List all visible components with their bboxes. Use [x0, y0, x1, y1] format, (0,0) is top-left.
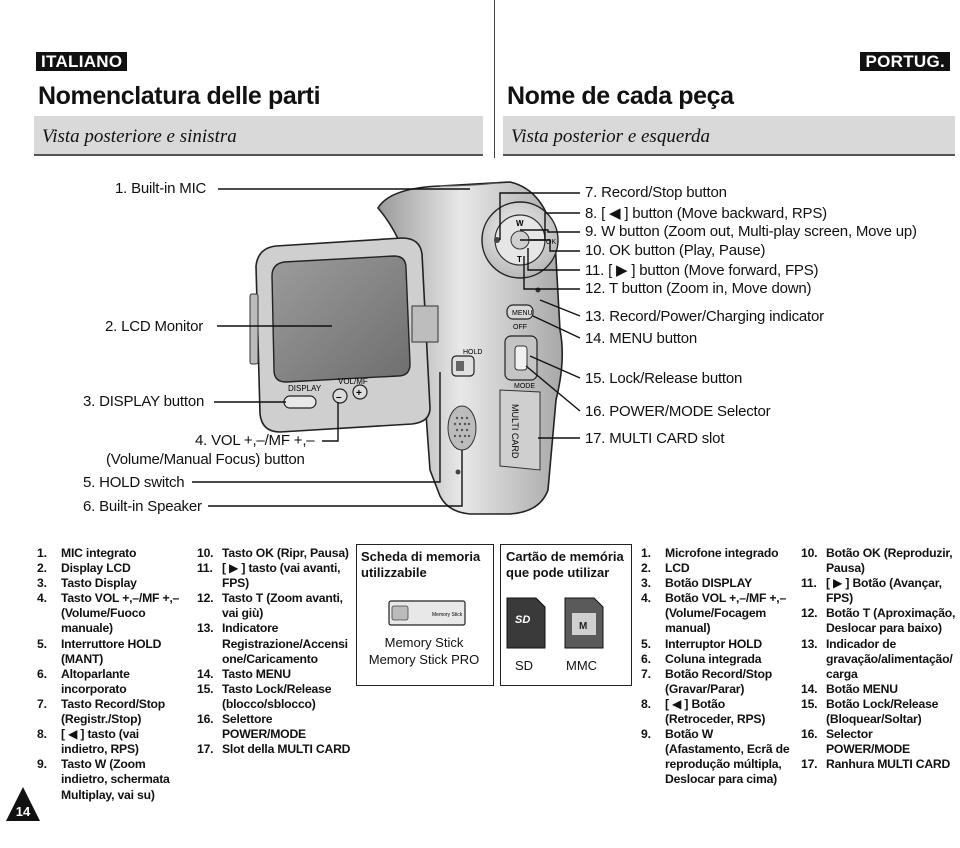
list-item: 16.Selettore POWER/MODE — [197, 712, 306, 742]
subtitle-bar-left — [34, 116, 483, 156]
label-lock-release: 15. Lock/Release button — [585, 370, 743, 387]
label-w-button: 9. W button (Zoom out, Multi-play screen… — [585, 223, 917, 240]
list-item: 17.Slot della MULTI CARD — [197, 742, 351, 757]
label-hold-switch: 5. HOLD switch — [83, 474, 185, 491]
list-item: 11.[ ▶ ] Botão (Avançar, FPS) — [801, 576, 942, 606]
list-item: 1.MIC integrato — [37, 546, 137, 560]
label-lcd-monitor: 2. LCD Monitor — [105, 318, 204, 335]
device-label-t: T — [517, 255, 522, 264]
list-item: 8.[ ◀ ] Botão (Retroceder, RPS) — [641, 696, 766, 727]
list-item: 5.Interruttore HOLD (MANT) — [37, 636, 162, 666]
device-label-ok: OK — [546, 239, 556, 246]
italian-parts-list-1: 1.MIC integrato 2.Display LCD 3.Tasto Di… — [37, 546, 187, 803]
list-item: 4.Tasto VOL +,–/MF +,– (Volume/Fuoco man… — [37, 591, 180, 636]
camcorder-diagram: – + DISPLAY VOL/MF HOLD MENU OFF MODE W … — [192, 181, 581, 515]
mmc-card-image: M — [564, 597, 604, 649]
list-item: 12.Tasto T (Zoom avanti, vai giù) — [197, 591, 343, 621]
memory-stick-image: Memory Stick — [388, 600, 466, 626]
page-number-badge: 14 — [6, 787, 40, 821]
list-item: 14.Botão MENU — [801, 681, 898, 696]
label-vol-mf: 4. VOL +,–/MF +,– — [195, 432, 315, 449]
list-item: 16.Selector POWER/MODE — [801, 727, 910, 757]
sd-label: SD — [515, 658, 534, 673]
list-item: 12.Botão T (Aproximação, Deslocar para b… — [801, 606, 956, 636]
label-indicator: 13. Record/Power/Charging indicator — [585, 308, 824, 325]
list-item: 11.[ ▶ ] tasto (vai avanti, FPS) — [197, 561, 341, 591]
language-badge-italian: ITALIANO — [36, 52, 128, 71]
device-label-off: OFF — [513, 324, 527, 331]
svg-text:+: + — [356, 388, 362, 399]
device-label-volmf: VOL/MF — [338, 377, 368, 386]
sd-card-image: SD — [506, 597, 546, 649]
label-builtin-mic: 1. Built-in MIC — [115, 180, 207, 197]
page-title-portuguese: Nome de cada peça — [507, 82, 734, 110]
lcd-panel: – + — [249, 237, 439, 433]
label-record-stop: 7. Record/Stop button — [585, 184, 727, 201]
label-display-button: 3. DISPLAY button — [83, 393, 205, 410]
label-menu-button: 14. MENU button — [585, 330, 698, 347]
list-item: 8.[ ◀ ] tasto (vai indietro, RPS) — [37, 727, 139, 757]
page-title-italian: Nomenclatura delle parti — [38, 82, 321, 110]
svg-text:–: – — [336, 392, 342, 403]
list-item: 3.Tasto Display — [37, 576, 137, 591]
svg-text:Memory Stick: Memory Stick — [432, 612, 463, 618]
device-label-hold: HOLD — [463, 349, 482, 356]
list-item: 6.Coluna integrada — [641, 651, 762, 666]
label-move-forward: 11. [ ▶ ] button (Move forward, FPS) — [585, 262, 819, 279]
italian-parts-list-2: 10.Tasto OK (Ripr, Pausa) 11.[ ▶ ] tasto… — [197, 546, 351, 757]
mmc-label: MMC — [566, 658, 598, 673]
subtitle-italian: Vista posteriore e sinistra — [42, 126, 237, 147]
list-item: 9.Botão W (Afastamento, Ecrã de reproduç… — [641, 727, 790, 787]
language-badge-portuguese: PORTUG. — [860, 52, 950, 71]
list-item: 7.Tasto Record/Stop (Registr./Stop) — [37, 696, 166, 727]
memory-card-box-portuguese — [500, 544, 632, 686]
label-vol-mf-desc: (Volume/Manual Focus) button — [106, 451, 305, 468]
list-item: 2.Display LCD — [37, 561, 131, 576]
memory-card-title-italian: Scheda di memoria utilizzabile — [361, 549, 481, 580]
list-item: 4.Botão VOL +,–/MF +,– (Volume/Focagem m… — [641, 591, 787, 636]
leader-lines-left — [192, 188, 470, 507]
svg-text:SD: SD — [515, 614, 530, 626]
list-item: 10.Tasto OK (Ripr, Pausa) — [197, 546, 349, 560]
list-item: 14.Tasto MENU — [197, 666, 291, 681]
label-multi-card: 17. MULTI CARD slot — [585, 430, 725, 447]
list-item: 3.Botão DISPLAY — [641, 576, 753, 591]
memory-card-box-italian — [356, 544, 494, 686]
list-item: 9.Tasto W (Zoom indietro, schermata Mult… — [37, 757, 170, 802]
device-label-mode: MODE — [514, 383, 535, 390]
list-item: 1.Microfone integrado — [641, 546, 779, 560]
subtitle-portuguese: Vista posterior e esquerda — [511, 126, 710, 147]
label-t-button: 12. T button (Zoom in, Move down) — [585, 280, 812, 297]
list-item: 2.LCD — [641, 561, 690, 576]
label-ok-button: 10. OK button (Play, Pause) — [585, 242, 766, 259]
list-item: 7.Botão Record/Stop (Gravar/Parar) — [641, 666, 772, 696]
label-power-mode: 16. POWER/MODE Selector — [585, 403, 771, 420]
list-item: 17.Ranhura MULTI CARD — [801, 757, 951, 772]
list-item: 6.Altoparlante incorporato — [37, 666, 130, 696]
list-item: 10.Botão OK (Reproduzir, Pausa) — [801, 546, 953, 576]
device-label-w: W — [516, 219, 524, 228]
list-item: 5.Interruptor HOLD — [641, 636, 763, 651]
memory-card-title-portuguese: Cartão de memória que pode utilizar — [506, 549, 624, 580]
page-number: 14 — [16, 804, 31, 819]
svg-text:M: M — [579, 621, 587, 632]
portuguese-parts-list-2: 10.Botão OK (Reproduzir, Pausa) 11.[ ▶ ]… — [801, 546, 957, 772]
list-item: 15.Botão Lock/Release (Bloquear/Soltar) — [801, 696, 939, 727]
subtitle-bar-right — [503, 116, 955, 156]
leader-lines-right — [499, 192, 581, 439]
list-item: 15.Tasto Lock/Release (blocco/sblocco) — [197, 681, 332, 711]
label-move-backward: 8. [ ◀ ] button (Move backward, RPS) — [585, 205, 827, 222]
device-label-menu: MENU — [512, 310, 533, 317]
list-item: 13.Indicatore Registrazione/Accensi one/… — [197, 621, 348, 666]
device-label-display: DISPLAY — [288, 384, 322, 393]
memory-stick-labels: Memory Stick Memory Stick PRO — [368, 635, 480, 667]
device-label-multicard: MULTI CARD — [510, 404, 520, 459]
center-divider — [494, 0, 495, 158]
portuguese-parts-list-1: 1.Microfone integrado 2.LCD 3.Botão DISP… — [641, 546, 791, 788]
list-item: 13.Indicador de gravação/alimentação/ ca… — [801, 636, 953, 681]
label-builtin-speaker: 6. Built-in Speaker — [83, 498, 202, 515]
